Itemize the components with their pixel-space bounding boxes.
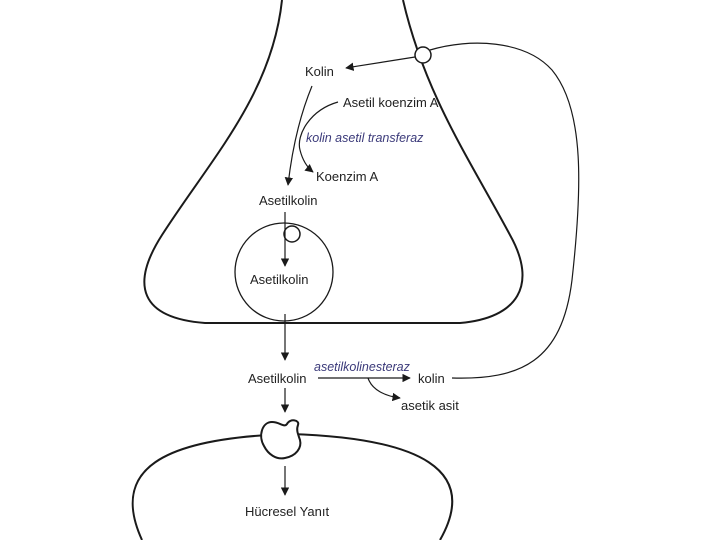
acetic-acid-arrow bbox=[367, 377, 401, 402]
label-kolin-top: Kolin bbox=[305, 64, 334, 79]
label-coenzyme-a: Koenzim A bbox=[316, 169, 378, 184]
choline-transporter bbox=[414, 46, 432, 64]
synaptic-vesicle bbox=[234, 222, 334, 322]
label-acetylcholinesterase: asetilkolinesteraz bbox=[314, 360, 411, 374]
label-acetyl-coa: Asetil koenzim A bbox=[343, 95, 439, 110]
label-kolin-cleft: kolin bbox=[418, 371, 445, 386]
vesicle-transporter bbox=[283, 225, 301, 243]
label-acetylcholine-cytoplasm: Asetilkolin bbox=[259, 193, 318, 208]
label-cellular-response: Hücresel Yanıt bbox=[245, 504, 329, 519]
presynaptic-terminal bbox=[143, 0, 524, 324]
label-acetic-acid: asetik asit bbox=[401, 398, 459, 413]
label-acetylcholine-cleft: Asetilkolin bbox=[248, 371, 307, 386]
choline-to-acetylcholine-arrow bbox=[284, 85, 313, 186]
choline-uptake-arrow bbox=[345, 56, 416, 71]
label-choline-acetyltransferase: kolin asetil transferaz bbox=[306, 131, 424, 145]
choline-recycle-path bbox=[429, 42, 580, 379]
acetyl-coa-arrow bbox=[298, 101, 339, 173]
label-acetylcholine-vesicle: Asetilkolin bbox=[250, 272, 309, 287]
receptor bbox=[260, 419, 302, 460]
